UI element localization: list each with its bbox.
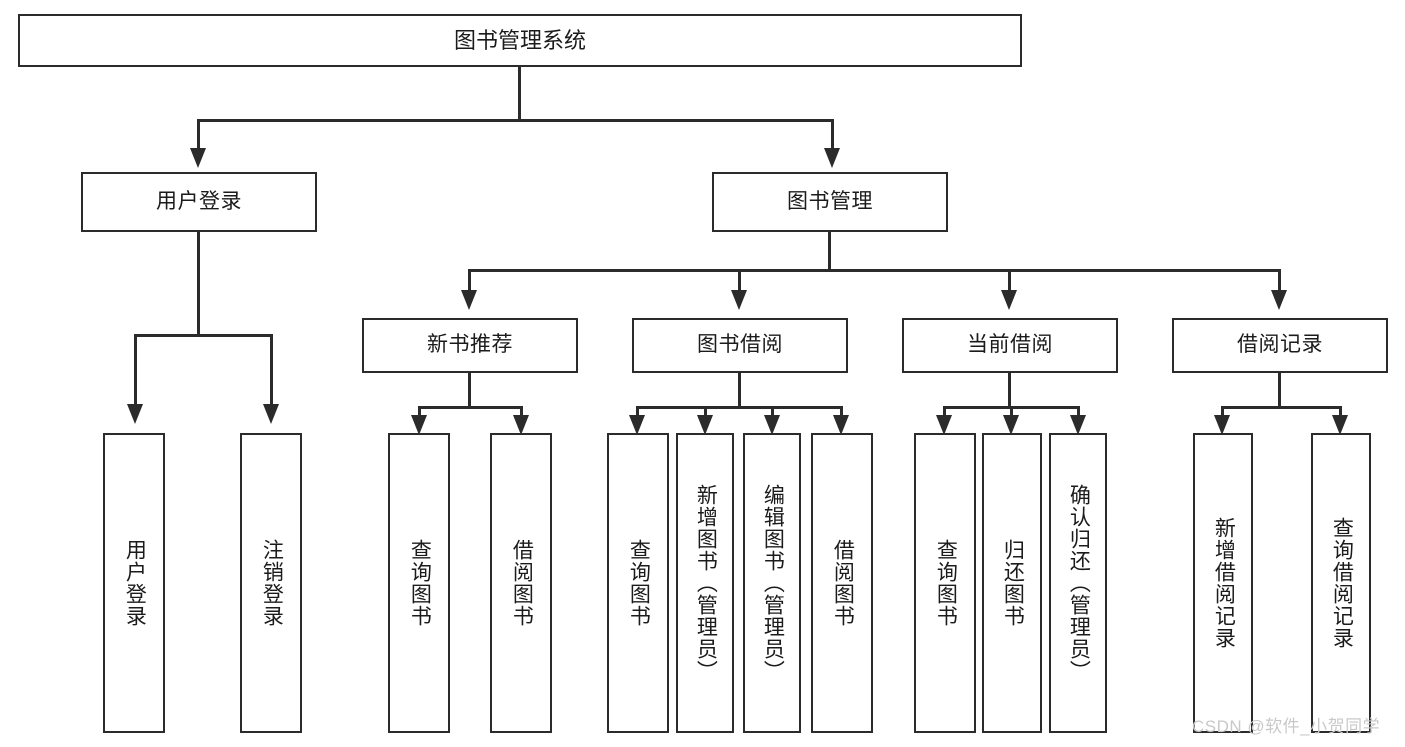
arrowhead-leaf-borrow-book-1 — [513, 415, 529, 435]
arrowhead-current-borrow — [1001, 290, 1017, 310]
edge-book-borrow-drop-2 — [704, 406, 707, 418]
node-label: 编辑图书（管理员） — [761, 484, 785, 682]
edge-book-borrow-bus — [636, 406, 843, 409]
leaf-return-book[interactable]: 归还图书 — [982, 433, 1042, 733]
node-label: 查询图书 — [627, 539, 651, 627]
node-label: 归还图书 — [1001, 539, 1025, 627]
edge-borrow-record-bus — [1221, 406, 1342, 409]
edge-book-mgmt-drop-1 — [468, 269, 471, 291]
arrowhead-leaf-confirm-return — [1070, 415, 1086, 435]
leaf-confirm-return-admin[interactable]: 确认归还（管理员） — [1049, 433, 1107, 733]
leaf-logout[interactable]: 注销登录 — [240, 433, 302, 733]
arrowhead-leaf-add-book — [697, 415, 713, 435]
node-borrow-record[interactable]: 借阅记录 — [1172, 318, 1388, 373]
arrowhead-leaf-user-login — [127, 404, 143, 424]
node-label: 确认归还（管理员） — [1067, 484, 1091, 682]
arrowhead-borrow-record — [1271, 290, 1287, 310]
edge-book-borrow-drop-4 — [840, 406, 843, 418]
edge-user-login-drop-2 — [270, 334, 273, 405]
arrowhead-new-book-rec — [461, 290, 477, 310]
leaf-query-borrow-record[interactable]: 查询借阅记录 — [1311, 433, 1371, 733]
leaf-edit-book-admin[interactable]: 编辑图书（管理员） — [743, 433, 801, 733]
edge-book-mgmt-drop-4 — [1278, 269, 1281, 291]
leaf-borrow-book-recommend[interactable]: 借阅图书 — [490, 433, 552, 733]
edge-current-borrow-stem — [1008, 373, 1011, 408]
arrowhead-book-mgmt — [824, 148, 840, 168]
node-label: 新书推荐 — [427, 333, 513, 357]
edge-borrow-record-drop-2 — [1339, 406, 1342, 418]
edge-new-book-bus — [418, 406, 523, 409]
arrowhead-leaf-borrow-book-2 — [833, 415, 849, 435]
node-label: 图书管理系统 — [453, 27, 586, 53]
edge-book-mgmt-drop-3 — [1008, 269, 1011, 291]
arrowhead-leaf-edit-book — [764, 415, 780, 435]
node-label: 借阅记录 — [1237, 333, 1323, 357]
arrowhead-user-login — [190, 148, 206, 168]
node-current-borrow[interactable]: 当前借阅 — [902, 318, 1118, 373]
edge-root-stem — [518, 67, 521, 120]
edge-book-borrow-stem — [738, 373, 741, 408]
leaf-user-login[interactable]: 用户登录 — [103, 433, 165, 733]
node-book-management[interactable]: 图书管理 — [712, 172, 948, 232]
node-label: 用户登录 — [156, 189, 242, 213]
arrowhead-book-borrow — [731, 290, 747, 310]
leaf-query-book-borrow[interactable]: 查询图书 — [607, 433, 669, 733]
leaf-add-borrow-record[interactable]: 新增借阅记录 — [1193, 433, 1253, 733]
node-label: 新增图书（管理员） — [694, 484, 718, 682]
edge-new-book-drop-1 — [418, 406, 421, 418]
edge-borrow-record-stem — [1278, 373, 1281, 408]
arrowhead-leaf-return-book — [1003, 415, 1019, 435]
leaf-query-book-current[interactable]: 查询图书 — [914, 433, 976, 733]
edge-user-login-stem — [197, 232, 200, 336]
edge-root-to-book-mgmt — [831, 119, 834, 149]
arrowhead-leaf-add-record — [1214, 415, 1230, 435]
edge-current-borrow-drop-2 — [1010, 406, 1013, 418]
arrowhead-leaf-query-book-1 — [411, 415, 427, 435]
node-label: 当前借阅 — [967, 333, 1053, 357]
node-label: 查询图书 — [408, 539, 432, 627]
arrowhead-leaf-query-record — [1332, 415, 1348, 435]
edge-book-mgmt-bus — [468, 269, 1280, 272]
arrowhead-leaf-query-book-3 — [936, 415, 952, 435]
edge-book-borrow-drop-1 — [636, 406, 639, 418]
node-label: 查询借阅记录 — [1330, 517, 1354, 649]
node-label: 借阅图书 — [831, 539, 855, 627]
node-label: 注销登录 — [260, 539, 284, 627]
node-label: 查询图书 — [934, 539, 958, 627]
node-user-login[interactable]: 用户登录 — [81, 172, 317, 232]
edge-new-book-drop-2 — [520, 406, 523, 418]
csdn-watermark: CSDN @软件_小贺同学 — [1192, 717, 1381, 736]
leaf-borrow-book[interactable]: 借阅图书 — [811, 433, 873, 733]
edge-current-borrow-drop-3 — [1077, 406, 1080, 418]
node-book-borrow[interactable]: 图书借阅 — [632, 318, 848, 373]
node-label: 用户登录 — [123, 539, 147, 627]
node-new-book-recommend[interactable]: 新书推荐 — [362, 318, 578, 373]
edge-user-login-bus — [134, 334, 273, 337]
node-label: 图书管理 — [787, 189, 873, 213]
edge-user-login-drop-1 — [134, 334, 137, 405]
edge-book-mgmt-drop-2 — [738, 269, 741, 291]
leaf-query-book-recommend[interactable]: 查询图书 — [388, 433, 450, 733]
node-label: 新增借阅记录 — [1212, 517, 1236, 649]
edge-root-bus — [197, 119, 834, 122]
leaf-add-book-admin[interactable]: 新增图书（管理员） — [676, 433, 734, 733]
node-label: 借阅图书 — [510, 539, 534, 627]
arrowhead-leaf-logout — [263, 404, 279, 424]
edge-book-borrow-drop-3 — [771, 406, 774, 418]
edge-current-borrow-drop-1 — [943, 406, 946, 418]
arrowhead-leaf-query-book-2 — [629, 415, 645, 435]
edge-new-book-stem — [468, 373, 471, 408]
node-root-system[interactable]: 图书管理系统 — [18, 14, 1022, 67]
edge-borrow-record-drop-1 — [1221, 406, 1224, 418]
node-label: 图书借阅 — [697, 333, 783, 357]
edge-book-mgmt-stem — [828, 232, 831, 270]
edge-root-to-user-login — [197, 119, 200, 149]
